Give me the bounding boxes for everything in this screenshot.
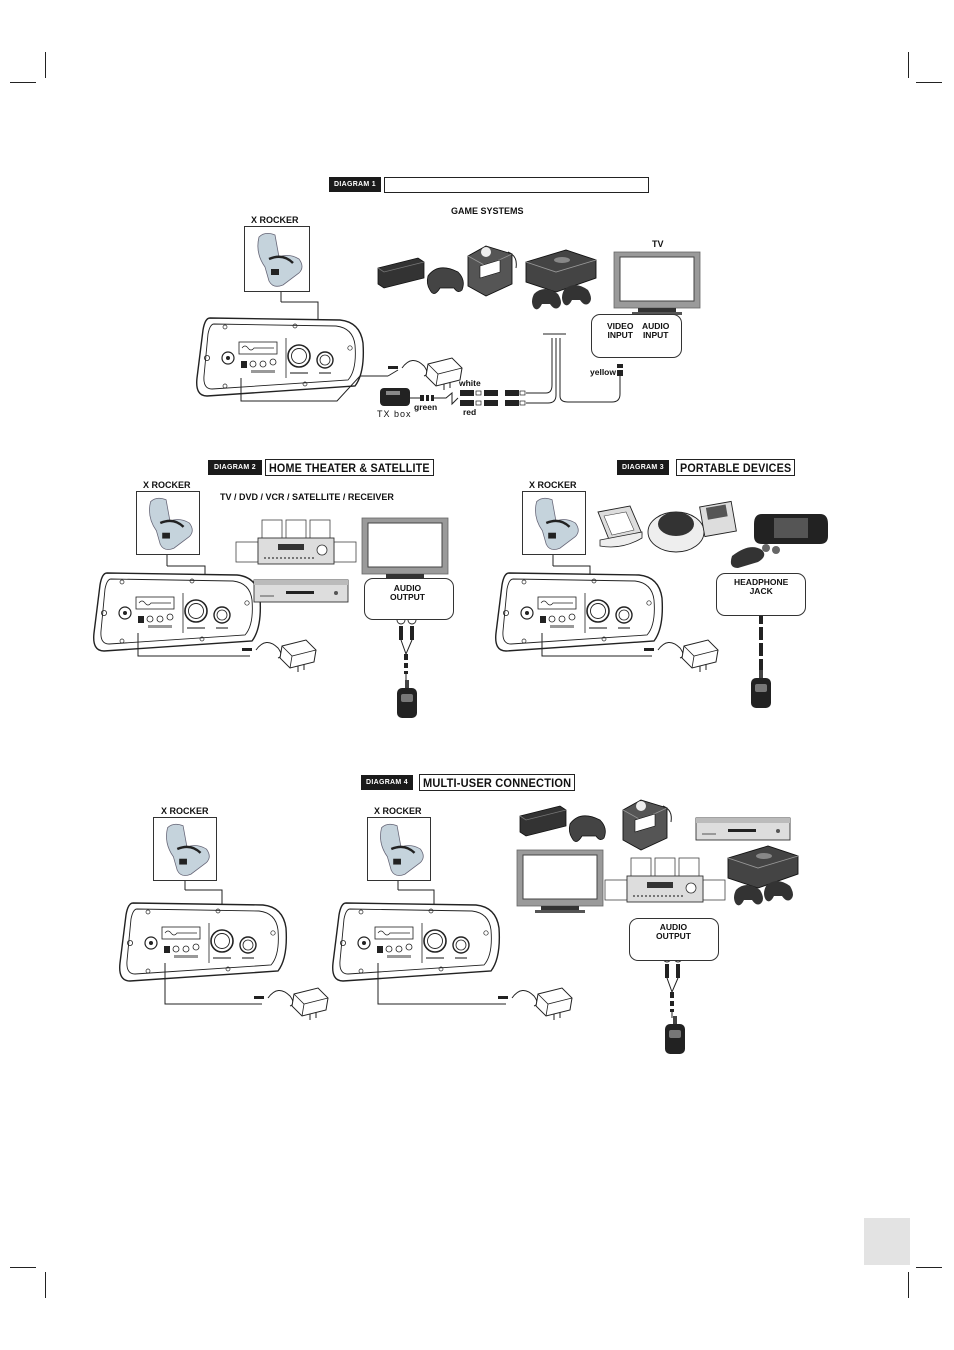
home-theater-sources-label: TV / DVD / VCR / SATELLITE / RECEIVER [220,492,394,502]
audio-output-label: AUDIO OUTPUT [656,923,691,941]
x-rocker-chair-image [367,817,431,881]
headphone-jack-label: HEADPHONE JACK [734,578,788,596]
tv-label: TV [652,239,664,249]
x-rocker-chair-image [244,226,310,292]
green-cable-label: green [414,402,437,412]
diagram-3-tag: DIAGRAM 3 [617,460,669,475]
red-cable-label: red [463,407,476,417]
x-rocker-chair-image [522,491,586,555]
yellow-cable-label: yellow [590,367,616,377]
white-cable-label: white [459,378,481,388]
diagram-2-title: HOME THEATER & SATELLITE [265,459,434,476]
video-input-label: VIDEO INPUT [607,322,633,340]
diagram-4-x-rocker-right-label: X ROCKER [374,806,422,816]
diagram-4-x-rocker-left-label: X ROCKER [161,806,209,816]
diagram-1-tag: DIAGRAM 1 [329,177,381,192]
diagram-2-tag: DIAGRAM 2 [208,460,262,475]
x-rocker-chair-image [153,817,217,881]
audio-output-label: AUDIO OUTPUT [390,584,425,602]
diagram-1-x-rocker-label: X ROCKER [251,215,299,225]
tx-box-label: TX box [377,409,412,419]
diagram-1-title [384,177,649,193]
audio-input-label: AUDIO INPUT [642,322,669,340]
diagram-2-x-rocker-label: X ROCKER [143,480,191,490]
x-rocker-chair-image [136,491,200,555]
diagram-3-x-rocker-label: X ROCKER [529,480,577,490]
page-number-box [864,1218,910,1265]
diagram-4-title: MULTI-USER CONNECTION [419,774,575,791]
game-systems-label: GAME SYSTEMS [451,206,524,216]
diagram-4-tag: DIAGRAM 4 [361,775,413,790]
diagram-3-title: PORTABLE DEVICES [676,459,795,476]
